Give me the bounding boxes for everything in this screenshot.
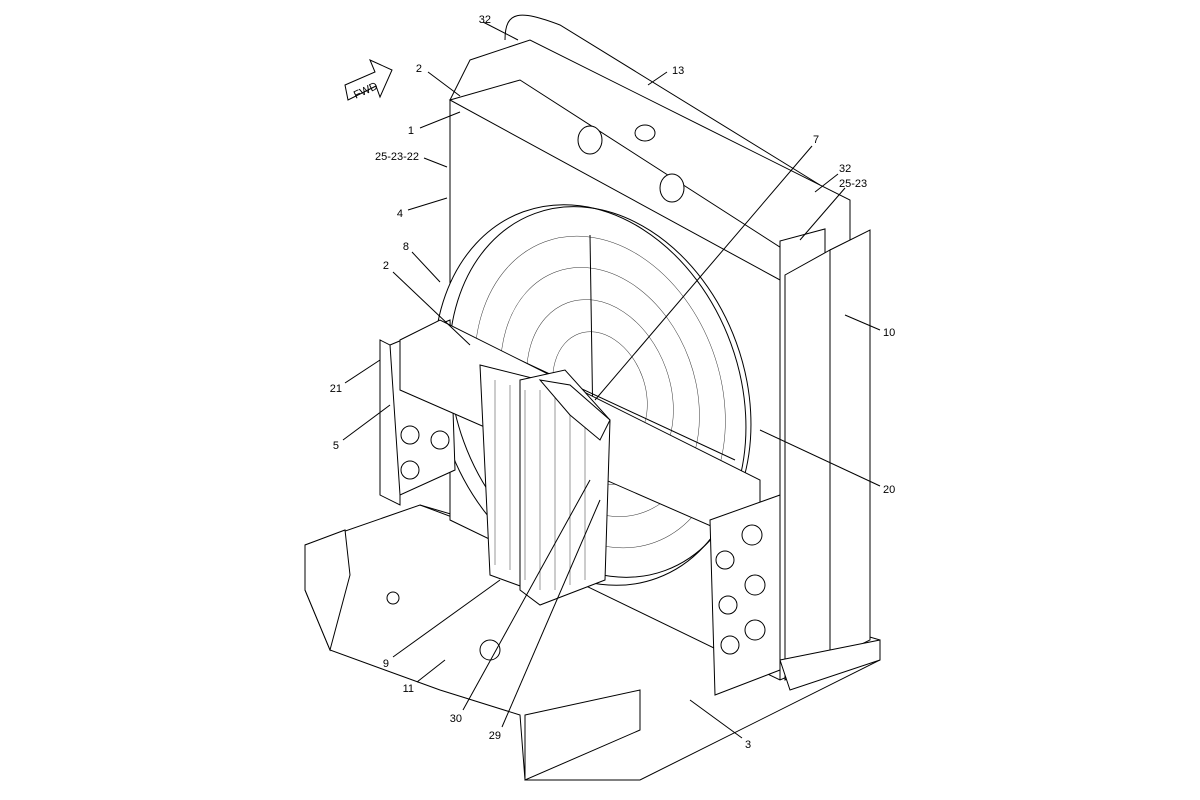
callout-3: 3 xyxy=(745,739,751,751)
callout-2b: 2 xyxy=(383,260,389,272)
callout-4: 4 xyxy=(397,208,403,220)
callout-32b: 32 xyxy=(839,163,851,175)
right-bracket xyxy=(709,494,781,696)
oil-cooler xyxy=(479,364,611,606)
fwd-arrow-icon: FWD xyxy=(344,59,393,102)
callout-30: 30 xyxy=(450,713,462,725)
callout-7: 7 xyxy=(813,134,819,146)
callout-5: 5 xyxy=(333,440,339,452)
callout-10: 10 xyxy=(883,327,895,339)
callout-13: 13 xyxy=(672,65,684,77)
callout-2: 2 xyxy=(416,63,422,75)
callout-1: 1 xyxy=(408,125,414,137)
callout-29: 29 xyxy=(489,730,501,742)
callout-32: 32 xyxy=(479,14,491,26)
callout-25-23: 25-23 xyxy=(839,178,867,190)
callout-8: 8 xyxy=(403,241,409,253)
callout-labels: 32 2 1 25-23-22 4 13 7 32 25-23 8 2 10 2… xyxy=(330,14,896,751)
callout-leaders xyxy=(342,21,881,739)
callout-11: 11 xyxy=(403,683,414,695)
callout-20: 20 xyxy=(883,484,895,496)
callout-25-23-22: 25-23-22 xyxy=(375,151,419,163)
callout-9: 9 xyxy=(383,658,389,670)
callout-21: 21 xyxy=(330,383,342,395)
